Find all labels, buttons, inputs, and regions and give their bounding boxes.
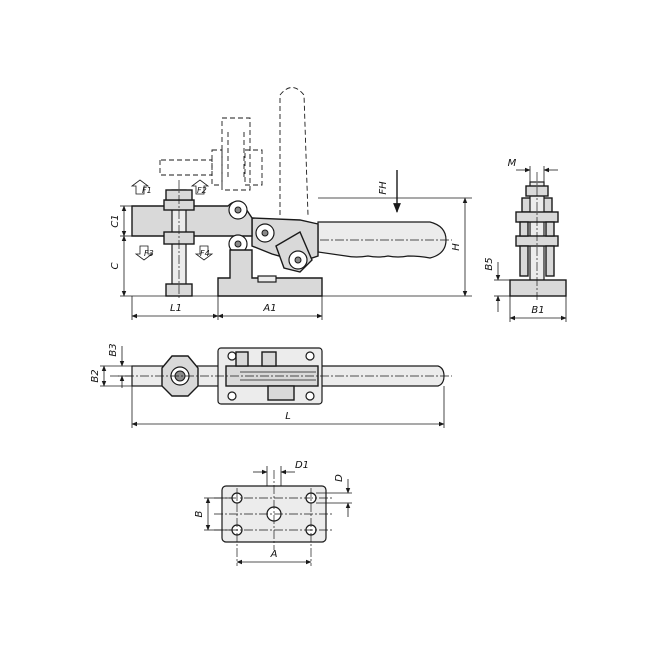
dim-b-label: B — [194, 510, 205, 517]
force-label-f2: F2 — [197, 186, 207, 195]
dim-l1-label: L1 — [170, 303, 182, 314]
dim-l-label: L — [285, 411, 291, 422]
open-position-ghost — [159, 87, 309, 216]
dim-b5-label: B5 — [484, 257, 495, 270]
dim-d-label: D — [334, 474, 345, 482]
force-label-f1: F1 — [142, 186, 152, 195]
top-view: B3 B2 L — [90, 343, 452, 428]
end-view: M B5 B1 — [484, 158, 567, 322]
dim-m-label: M — [508, 158, 517, 169]
dim-b3-label: B3 — [108, 343, 119, 356]
dim-a-label: A — [270, 549, 278, 560]
dim-fh-label: FH — [378, 181, 389, 195]
base-plate-view: D1 D B A — [194, 460, 352, 566]
clamp-base — [217, 249, 323, 297]
dim-h-label: H — [451, 243, 462, 251]
force-arrows: F1 F2 F3 F4 — [130, 179, 214, 261]
dim-c-label: C — [110, 262, 121, 269]
dim-b2-label: B2 — [90, 369, 101, 382]
force-label-f4: F4 — [200, 249, 210, 258]
dim-b1-label: B1 — [531, 305, 544, 316]
side-view: F1 F2 F3 F4 FH H C1 C L1 A1 — [110, 87, 472, 320]
dim-a1-label: A1 — [262, 303, 276, 314]
force-label-f3: F3 — [144, 249, 154, 258]
dim-c1-label: C1 — [110, 214, 121, 227]
dim-d1-label: D1 — [295, 460, 309, 471]
